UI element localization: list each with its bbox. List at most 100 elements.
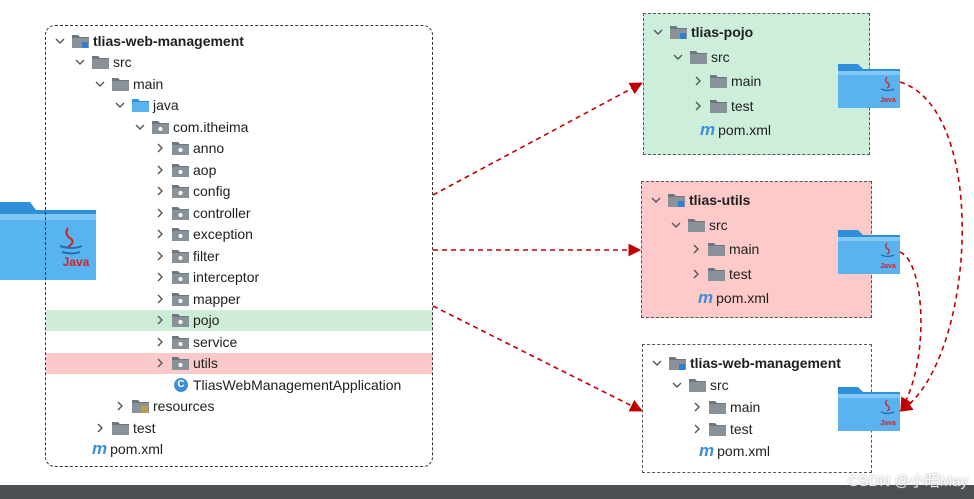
tree-row[interactable]: java <box>46 95 432 117</box>
tree-row[interactable]: test <box>644 94 869 119</box>
arrow-utils-to-web <box>899 251 922 411</box>
tree-row[interactable]: controller <box>46 202 432 224</box>
folder-blue-icon <box>132 98 149 113</box>
package-icon <box>172 270 189 285</box>
java-folder-icon: Java <box>0 198 96 280</box>
chevron-right-icon[interactable] <box>154 164 166 176</box>
chevron-down-icon[interactable] <box>94 78 106 90</box>
tree-row[interactable]: resources <box>46 396 432 418</box>
chevron-down-icon[interactable] <box>651 357 663 369</box>
chevron-right-icon[interactable] <box>154 293 166 305</box>
chevron-right-icon[interactable] <box>154 314 166 326</box>
tree-row[interactable]: filter <box>46 245 432 267</box>
chevron-right-icon[interactable] <box>154 336 166 348</box>
module-root-node[interactable]: tlias-pojo <box>644 20 869 45</box>
chevron-right-icon[interactable] <box>691 401 703 413</box>
tree-item-label: tlias-web-management <box>690 355 841 371</box>
tree-row[interactable]: src <box>642 213 871 238</box>
tree-row[interactable]: test <box>642 262 871 287</box>
tree-item-label: TliasWebManagementApplication <box>193 376 402 393</box>
folder-icon <box>710 74 727 89</box>
folder-icon <box>688 218 705 232</box>
bottom-bar <box>0 485 974 499</box>
tree-item-label: main <box>731 73 762 90</box>
chevron-down-icon[interactable] <box>652 26 664 38</box>
chevron-down-icon[interactable] <box>114 99 126 111</box>
chevron-right-icon[interactable] <box>690 243 702 255</box>
chevron-right-icon[interactable] <box>691 423 703 435</box>
chevron-right-icon[interactable] <box>154 357 166 369</box>
project-root-node[interactable]: tlias-web-management <box>46 30 432 52</box>
package-icon <box>172 292 189 306</box>
arrow-pojo-to-web <box>899 81 964 412</box>
chevron-right-icon[interactable] <box>154 185 166 197</box>
module-icon <box>670 25 687 40</box>
maven-icon: m <box>92 439 108 459</box>
chevron-right-icon[interactable] <box>690 268 702 280</box>
tree-row[interactable]: aop <box>46 159 432 181</box>
chevron-right-icon[interactable] <box>154 271 166 283</box>
tree-item-label: pom.xml <box>716 290 770 307</box>
tree-row[interactable]: test <box>643 418 871 440</box>
tree-item-label: src <box>711 48 730 65</box>
chevron-right-icon[interactable] <box>154 207 166 219</box>
folder-icon <box>708 242 725 257</box>
chevron-right-icon[interactable] <box>154 250 166 262</box>
folder-icon <box>689 378 706 392</box>
chevron-right-icon[interactable] <box>94 422 106 434</box>
tree-row[interactable]: mapper <box>46 288 432 310</box>
chevron-down-icon[interactable] <box>672 51 684 63</box>
tree-item-label: anno <box>193 140 225 157</box>
small-java-folder-icon: Java <box>838 62 900 113</box>
package-icon <box>172 335 189 349</box>
maven-icon: m <box>698 288 714 308</box>
chevron-right-icon[interactable] <box>692 100 704 112</box>
chevron-right-icon[interactable] <box>154 228 166 240</box>
tree-row[interactable]: src <box>643 374 871 396</box>
module-root-node[interactable]: tlias-web-management <box>643 352 871 374</box>
tree-item-label: utils <box>193 355 218 372</box>
tree-row[interactable]: utils <box>46 352 432 374</box>
tree-row[interactable]: config <box>46 181 432 203</box>
folder-icon <box>112 77 129 91</box>
chevron-right-icon[interactable] <box>692 75 704 87</box>
chevron-right-icon[interactable] <box>154 142 166 154</box>
chevron-down-icon[interactable] <box>74 56 86 68</box>
tree-row[interactable]: anno <box>46 138 432 160</box>
chevron-down-icon[interactable] <box>134 121 146 133</box>
folder-icon <box>709 400 726 414</box>
tree-row[interactable]: src <box>46 52 432 74</box>
tree-row[interactable]: main <box>46 73 432 95</box>
tree-row[interactable]: src <box>644 45 869 70</box>
tree-row[interactable]: main <box>644 69 869 94</box>
tree-row[interactable]: service <box>46 331 432 353</box>
folder-icon <box>709 422 726 436</box>
chevron-down-icon[interactable] <box>54 35 66 47</box>
chevron-down-icon[interactable] <box>650 194 662 206</box>
tree-row[interactable]: interceptor <box>46 267 432 289</box>
tree-row[interactable]: exception <box>46 224 432 246</box>
tree-item-label: main <box>729 241 760 258</box>
module-icon <box>669 356 686 370</box>
tree-row[interactable]: main <box>642 237 871 262</box>
tree-row[interactable]: main <box>643 396 871 418</box>
package-icon <box>172 313 189 328</box>
chevron-right-icon[interactable] <box>114 400 126 412</box>
chevron-down-icon[interactable] <box>670 219 682 231</box>
chevron-down-icon[interactable] <box>671 379 683 391</box>
tree-row[interactable]: test <box>46 417 432 439</box>
tree-row[interactable]: pojo <box>46 309 432 331</box>
tree-item-label: filter <box>193 247 220 264</box>
tree-item-label: test <box>731 97 754 114</box>
module-root-node[interactable]: tlias-utils <box>642 188 871 213</box>
tree-item-label: service <box>193 333 238 350</box>
package-icon <box>172 249 189 263</box>
tree-row[interactable]: com.itheima <box>46 116 432 138</box>
